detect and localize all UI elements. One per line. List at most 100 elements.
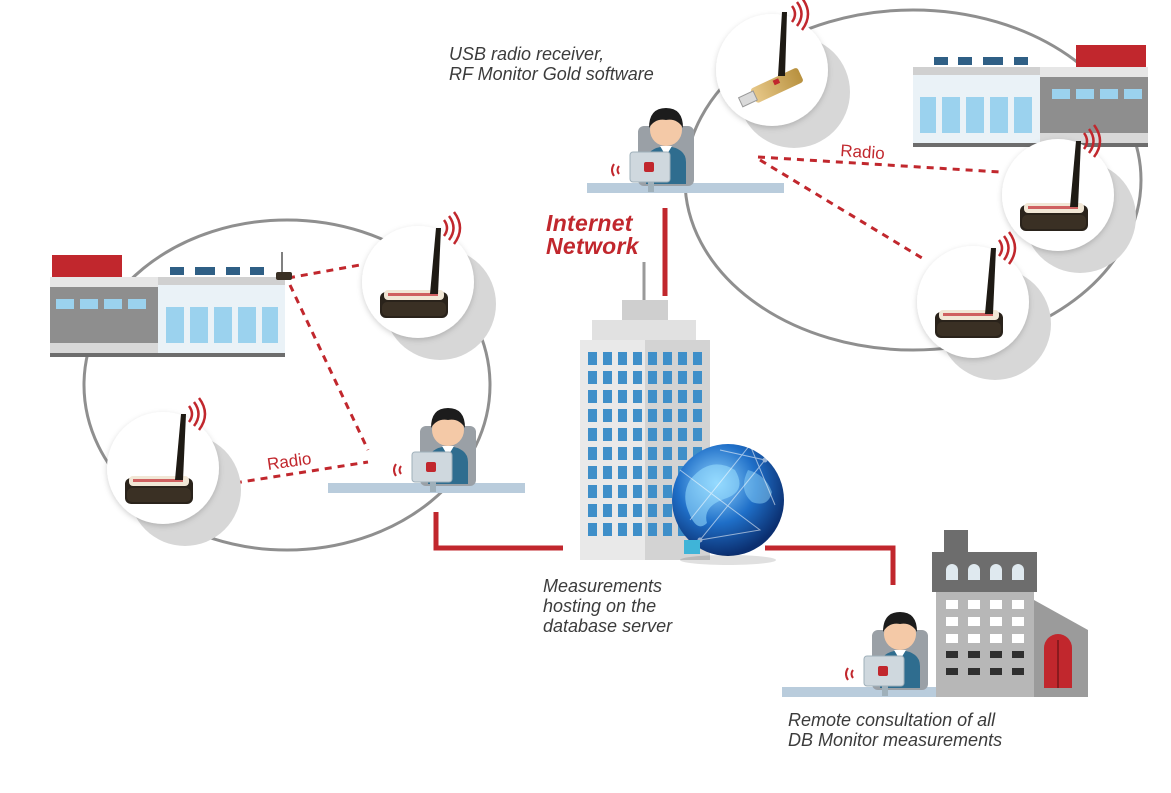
tower-window (693, 371, 702, 384)
antenna-icon (276, 252, 292, 280)
factory-window (968, 617, 980, 626)
usb-caption-line-1: USB radio receiver, (449, 44, 605, 64)
tower-window (678, 371, 687, 384)
radio-label-right: Radio (840, 141, 886, 163)
tower-window (648, 466, 657, 479)
tower-window (678, 447, 687, 460)
tower-window (663, 447, 672, 460)
tower-window (603, 352, 612, 365)
tower-window (603, 390, 612, 403)
radio-label-left: Radio (266, 449, 313, 474)
tower-window (693, 352, 702, 365)
remote-caption-line-1: Remote consultation of all (788, 710, 996, 730)
factory-window (946, 651, 958, 658)
radio-logger-icon (917, 230, 1051, 380)
factory-building-icon (932, 530, 1088, 697)
tower-window (663, 523, 672, 536)
factory-window (1012, 668, 1024, 675)
server-caption-line-2: hosting on the (543, 596, 657, 616)
factory-window (946, 617, 958, 626)
tower-window (618, 371, 627, 384)
tower-window (588, 466, 597, 479)
tower-window (588, 523, 597, 536)
tower-window (648, 390, 657, 403)
factory-window (990, 651, 1002, 658)
operator-desk-icon (587, 107, 784, 193)
tower-window (633, 428, 642, 441)
factory-window (968, 668, 980, 675)
server-caption-line-1: Measurements (543, 576, 663, 596)
tower-window (678, 352, 687, 365)
tower-window (648, 409, 657, 422)
globe-icon (672, 442, 784, 565)
internet-label-line-2: Network (546, 233, 639, 259)
tower-window (663, 485, 672, 498)
tower-window (618, 485, 627, 498)
tower-window (648, 504, 657, 517)
tower-window (633, 466, 642, 479)
factory-window (990, 668, 1002, 675)
tower-window (588, 504, 597, 517)
tower-window (603, 409, 612, 422)
tower-window (603, 485, 612, 498)
radio-logger-icon (1002, 123, 1136, 273)
tower-window (648, 485, 657, 498)
tower-window (678, 409, 687, 422)
tower-window (588, 485, 597, 498)
tower-window (588, 352, 597, 365)
tower-window (633, 352, 642, 365)
factory-window (946, 600, 958, 609)
tower-window (678, 390, 687, 403)
factory-window (946, 634, 958, 643)
tower-window (648, 428, 657, 441)
tower-window (633, 371, 642, 384)
factory-window (968, 634, 980, 643)
factory-window (990, 634, 1002, 643)
operator-desk-icon (328, 407, 525, 493)
left-network-ring (82, 218, 492, 552)
tower-window (648, 447, 657, 460)
tower-window (603, 371, 612, 384)
shop-building-icon (913, 45, 1148, 147)
server-caption-line-3: database server (543, 616, 673, 636)
tower-window (678, 428, 687, 441)
tower-window (693, 390, 702, 403)
tower-window (618, 447, 627, 460)
factory-window (1012, 617, 1024, 626)
tower-window (663, 352, 672, 365)
tower-window (588, 371, 597, 384)
factory-window (990, 600, 1002, 609)
tower-window (603, 504, 612, 517)
tower-window (633, 504, 642, 517)
tower-window (663, 504, 672, 517)
tower-window (588, 390, 597, 403)
internet-label-line-1: Internet (546, 210, 633, 236)
radio-links (221, 155, 1001, 487)
radio-logger-icon (362, 210, 496, 360)
tower-window (618, 409, 627, 422)
tower-window (633, 523, 642, 536)
wired-connection-lines (433, 208, 896, 585)
usb-caption-line-2: RF Monitor Gold software (449, 64, 654, 84)
remote-caption: Remote consultation of all DB Monitor me… (788, 710, 1002, 750)
tower-window (663, 371, 672, 384)
tower-window (663, 428, 672, 441)
tower-window (663, 409, 672, 422)
usb-receiver-icon (716, 0, 850, 148)
tower-window (648, 371, 657, 384)
tower-window (633, 409, 642, 422)
tower-window (618, 428, 627, 441)
factory-window (968, 600, 980, 609)
tower-window (603, 523, 612, 536)
tower-window (618, 466, 627, 479)
tower-window (618, 352, 627, 365)
tower-window (693, 409, 702, 422)
operator-desk-icon (782, 611, 979, 697)
tower-window (603, 447, 612, 460)
server-caption: Measurements hosting on the database ser… (543, 576, 672, 636)
factory-window (1012, 600, 1024, 609)
tower-window (618, 504, 627, 517)
tower-window (693, 428, 702, 441)
factory-window (946, 668, 958, 675)
